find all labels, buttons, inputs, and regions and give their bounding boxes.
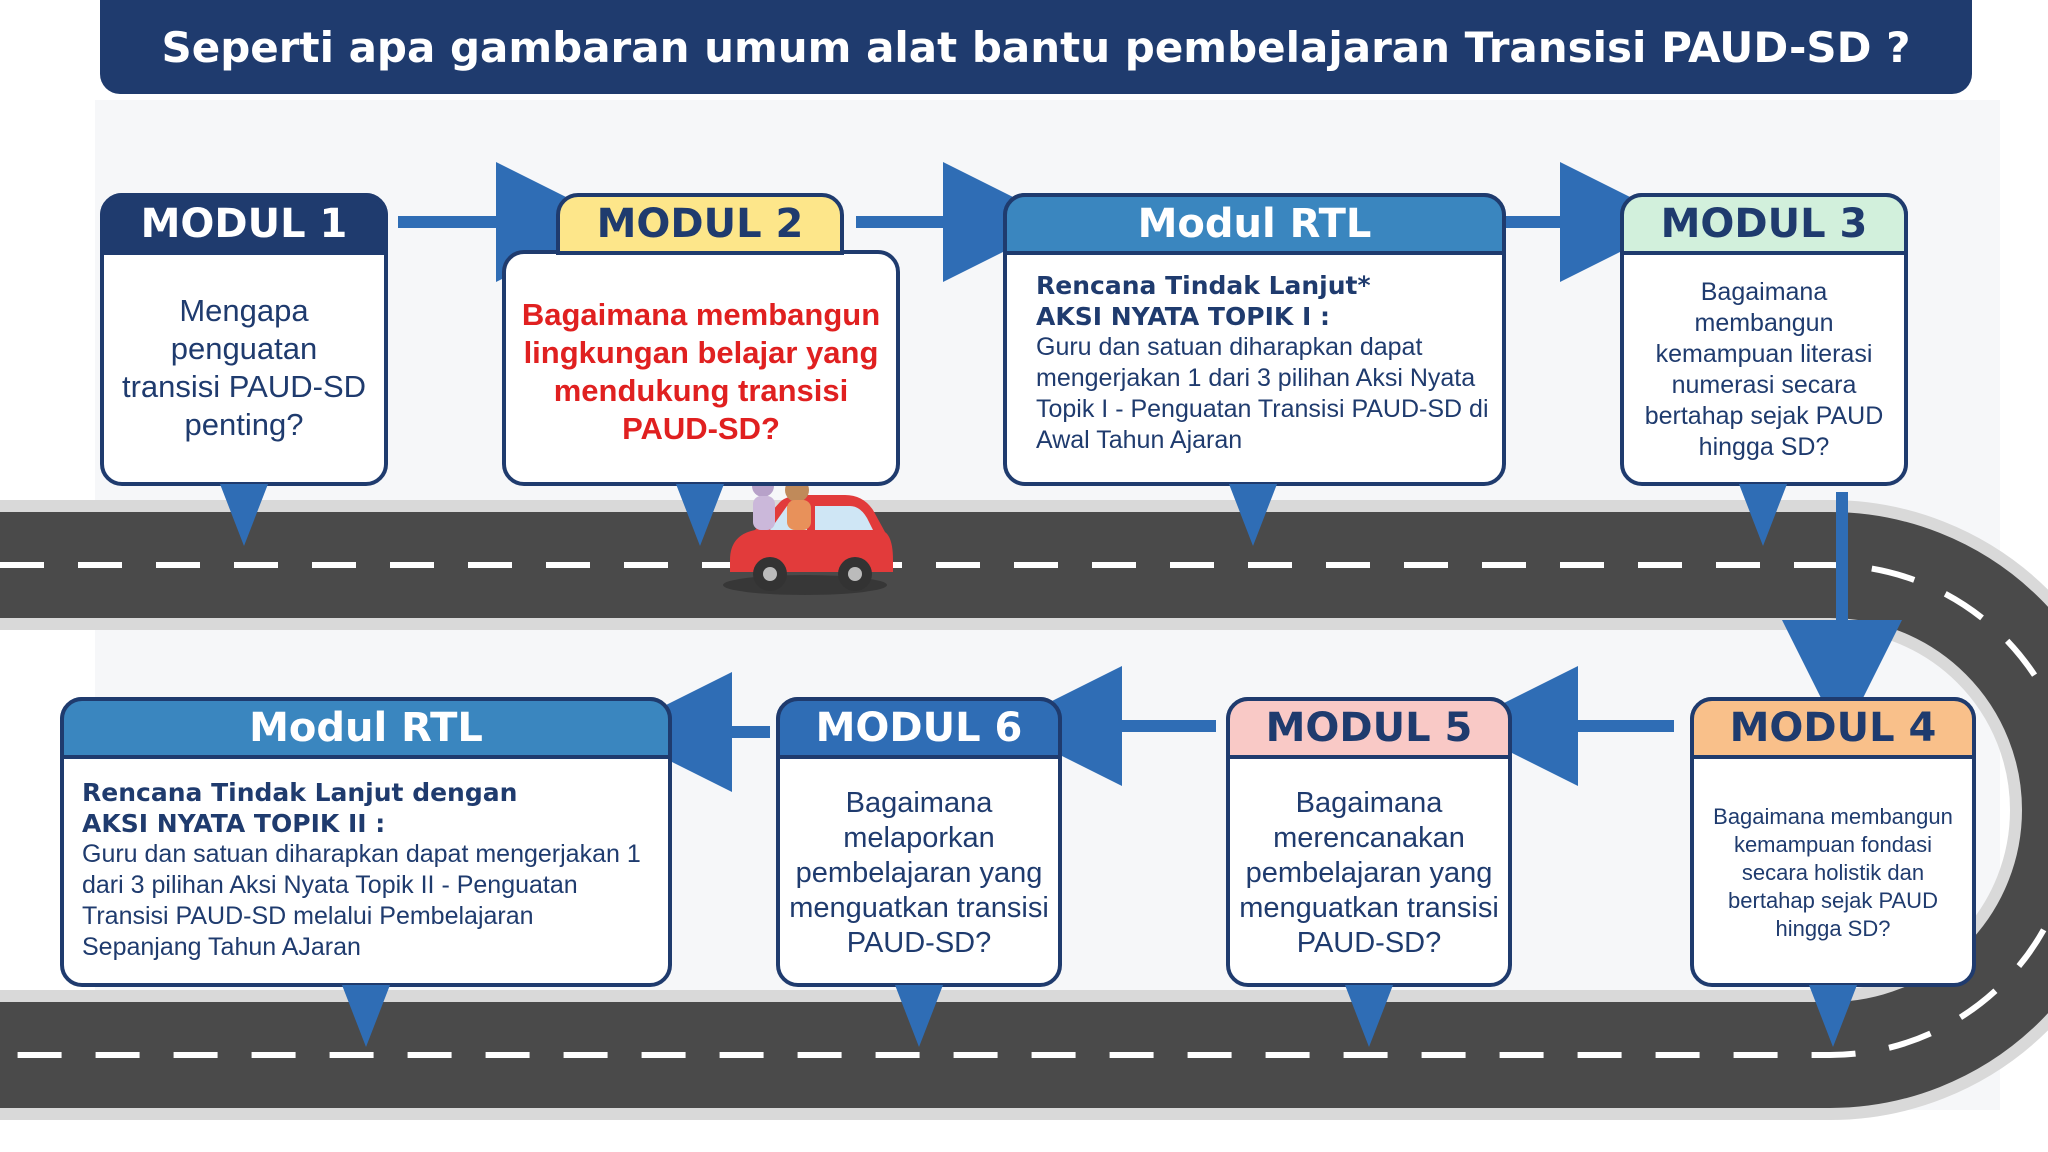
module-3-text: Bagaimana membangun kemampuan literasi n… [1644,278,1884,461]
module-1-label: MODUL 1 [100,193,388,255]
rtl-bottom-description: Guru dan satuan diharapkan dapat mengerj… [82,840,641,961]
module-6-pointer [895,985,943,1047]
rtl-top-description: Guru dan satuan diharapkan dapat mengerj… [1036,333,1489,454]
module-3-label: MODUL 3 [1620,193,1908,255]
module-3-pointer [1739,484,1787,546]
module-4-label: MODUL 4 [1690,697,1976,759]
module-5-label: MODUL 5 [1226,697,1512,759]
page-title: Seperti apa gambaran umum alat bantu pem… [100,0,1972,94]
rtl-top-text: Rencana Tindak Lanjut* AKSI NYATA TOPIK … [1036,270,1491,456]
module-5-pointer [1345,985,1393,1047]
module-4-pointer [1809,985,1857,1047]
rtl-bottom-subheading: AKSI NYATA TOPIK II : [82,809,386,838]
module-1-pointer [220,484,268,546]
module-2-pointer [676,484,724,546]
module-5-text: Bagaimana merencanakan pembelajaran yang… [1239,786,1499,959]
rtl-bottom-heading: Rencana Tindak Lanjut dengan [82,778,518,807]
road-asphalt [0,512,2048,1108]
module-2-label: MODUL 2 [556,193,844,255]
rtl-bottom-pointer [342,985,390,1047]
car-icon [723,475,893,595]
rtl-top-subheading: AKSI NYATA TOPIK I : [1036,302,1330,331]
rtl-bottom-text: Rencana Tindak Lanjut dengan AKSI NYATA … [82,777,652,963]
module-2-card [502,250,900,486]
module-6-label: MODUL 6 [776,697,1062,759]
module-1-text: Mengapa penguatan transisi PAUD-SD penti… [121,293,367,442]
rtl-top-pointer [1229,484,1277,546]
rtl-bottom-label: Modul RTL [60,697,672,759]
module-6-text: Bagaimana melaporkan pembelajaran yang m… [789,786,1049,959]
module-4-text: Bagaimana membangun kemampuan fondasi se… [1713,804,1953,941]
rtl-top-heading: Rencana Tindak Lanjut* [1036,271,1371,300]
rtl-top-label: Modul RTL [1003,193,1506,255]
module-2-text: Bagaimana membangun lingkungan belajar y… [521,297,881,446]
